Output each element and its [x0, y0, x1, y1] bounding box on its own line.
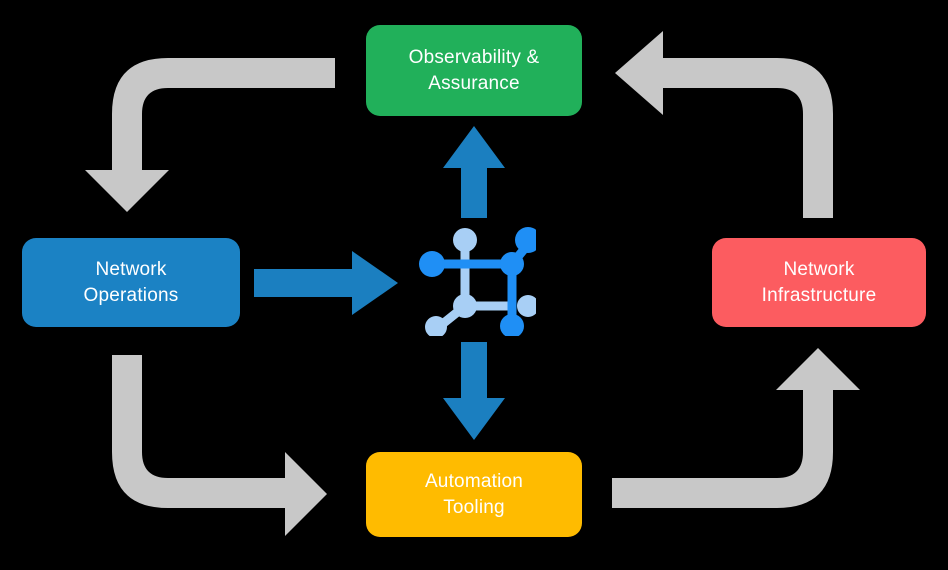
straight-arrow-operations-to-hub — [254, 251, 398, 315]
node-box-network-infrastructure[interactable]: Network Infrastructure — [712, 238, 926, 327]
node-box-network-operations[interactable]: Network Operations — [22, 238, 240, 327]
curved-arrow-automation-to-infrastructure — [612, 348, 860, 508]
curved-arrow-observability-to-operations — [85, 58, 335, 212]
network-icon-light-nodes — [425, 228, 536, 336]
curved-arrow-infrastructure-to-observability — [615, 31, 833, 218]
network-icon-bright-nodes — [419, 227, 536, 336]
node-box-automation-tooling[interactable]: Automation Tooling — [366, 452, 582, 537]
straight-arrow-hub-to-automation — [443, 342, 505, 440]
network-topology-icon — [419, 227, 536, 336]
straight-arrow-hub-to-observability — [443, 126, 505, 218]
node-box-observability-assurance[interactable]: Observability & Assurance — [366, 25, 582, 116]
curved-arrow-operations-to-automation — [112, 355, 327, 536]
network-icon-light-edges — [435, 235, 517, 331]
